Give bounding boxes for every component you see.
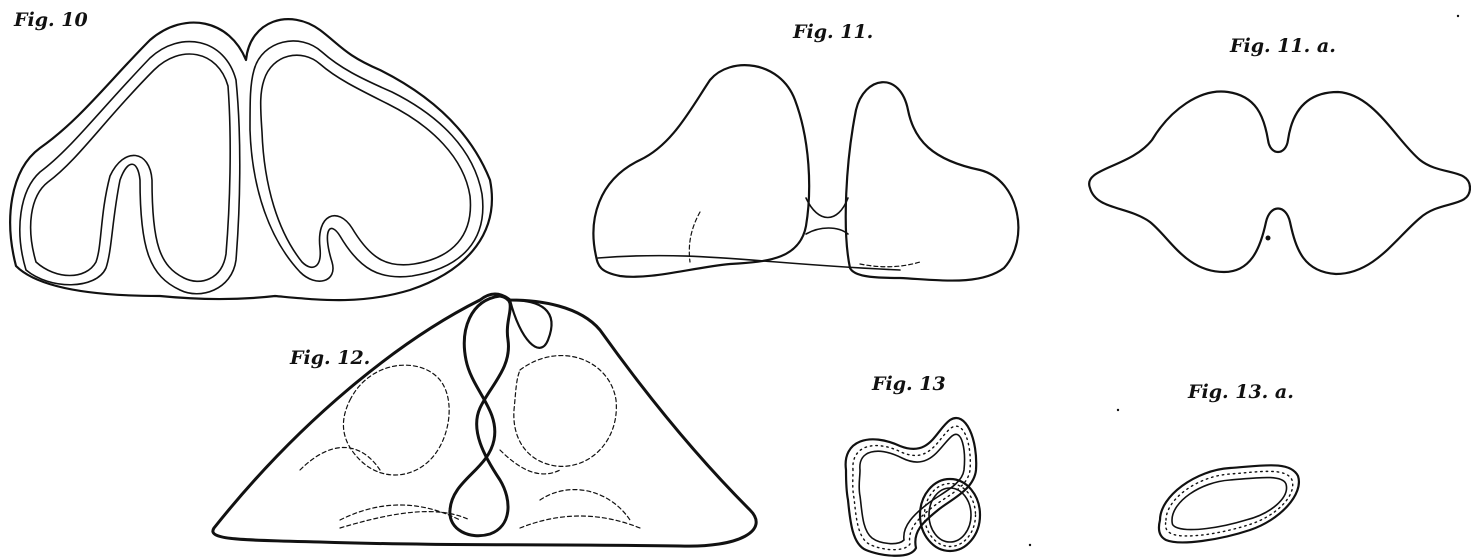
figure-13a: Fig. 13. a. (1159, 381, 1299, 542)
figure-11: Fig. 11. (593, 21, 1018, 281)
figure-13-tube-inner (859, 434, 964, 543)
figure-12-triangle-outline (213, 294, 756, 546)
figure-11a-dot (1266, 236, 1271, 241)
figure-10-right-lobe-outer (250, 41, 483, 281)
figure-13-label: Fig. 13 (871, 373, 946, 395)
figure-12-cord-side (510, 300, 552, 348)
figure-13-tube-outer (846, 418, 977, 556)
figure-10-left-lobe-inner (31, 54, 231, 281)
speck-mid (1117, 409, 1119, 411)
figure-10: Fig. 10 (10, 9, 492, 300)
figure-10-left-lobe-outer (20, 42, 240, 294)
figure-11a-outline (1089, 92, 1470, 274)
figure-12-dashed-right-folds (500, 356, 630, 520)
figure-12: Fig. 12. (213, 294, 756, 546)
figure-13: Fig. 13 (846, 373, 980, 556)
figure-12-label: Fig. 12. (289, 347, 370, 369)
figure-10-right-lobe-inner (261, 55, 471, 267)
figure-10-outer-outline (10, 19, 492, 300)
figure-12-central-cord (450, 296, 510, 536)
figure-13a-label: Fig. 13. a. (1187, 381, 1294, 403)
figure-11-isthmus (806, 198, 848, 234)
figure-13a-tube-hatching (1166, 471, 1293, 536)
figure-11a: Fig. 11. a. (1089, 35, 1470, 274)
figure-11a-label: Fig. 11. a. (1229, 35, 1336, 57)
figure-13-ring-inner (929, 488, 971, 542)
figure-12-dashed-left-folds (300, 365, 460, 520)
figure-10-label: Fig. 10 (13, 9, 88, 31)
figure-11-right-lobe (846, 82, 1019, 280)
speck-top-right (1457, 15, 1459, 17)
figure-11-label: Fig. 11. (792, 21, 873, 43)
figure-11-left-lobe (593, 65, 809, 277)
figure-12-dashed-base (340, 512, 640, 528)
speck-low (1029, 544, 1031, 546)
